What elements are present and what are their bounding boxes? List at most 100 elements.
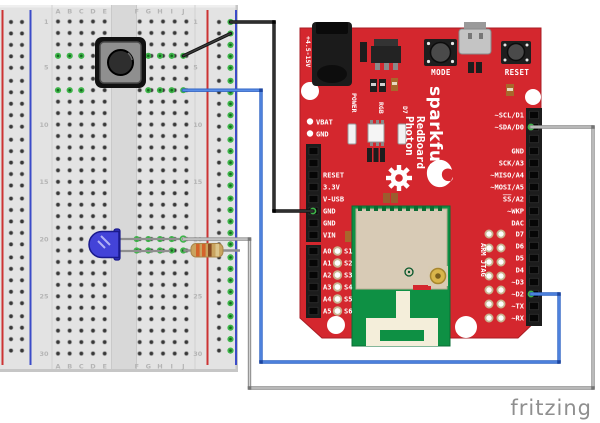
header-pin xyxy=(529,241,539,251)
rail-hole xyxy=(19,65,25,71)
row-number: 20 xyxy=(39,235,49,243)
right-pin-label: ~SDA/D0 xyxy=(494,123,524,131)
right-rail-minus-stripe xyxy=(235,10,237,365)
rail-hole-center xyxy=(229,197,232,200)
solder-pad xyxy=(332,270,343,280)
row-number: 5 xyxy=(193,64,198,72)
shield-pads xyxy=(358,206,442,211)
mode-button: MODE xyxy=(424,39,457,77)
reset-button: RESET xyxy=(501,41,531,77)
hole-center xyxy=(170,249,173,252)
micro-usb-connector xyxy=(458,22,492,55)
jtag-pad xyxy=(496,271,506,281)
row-number: 10 xyxy=(193,121,203,129)
right-pin-label: ~SCL/D1 xyxy=(494,111,524,119)
rail-hole xyxy=(216,325,222,331)
header-pin xyxy=(529,134,539,144)
rail-hole xyxy=(19,300,25,306)
capacitor xyxy=(380,148,385,162)
capacitor-stripe xyxy=(507,88,513,91)
rail-hole-center xyxy=(229,279,232,282)
hole-center xyxy=(80,88,83,92)
header-pin xyxy=(529,277,539,287)
right-pin-label: ~RX xyxy=(511,314,524,322)
right-pin-label: D6 xyxy=(516,242,524,250)
p1-wifi-module xyxy=(351,205,451,347)
sparkfun-flame-icon xyxy=(426,159,453,188)
rail-hole xyxy=(19,31,25,36)
pushbutton xyxy=(95,37,146,88)
column-letter: G xyxy=(146,363,151,371)
rail-hole xyxy=(216,65,222,71)
rail-hole xyxy=(19,196,25,201)
left-rail-minus-stripe xyxy=(29,10,32,365)
analog-pin-label: A1 xyxy=(323,259,331,267)
rail-hole xyxy=(8,196,14,201)
rail-hole xyxy=(19,325,25,331)
rail-hole xyxy=(8,254,14,260)
power-led xyxy=(347,123,357,145)
rail-hole-center xyxy=(229,243,232,246)
fritzing-watermark: fritzing xyxy=(510,396,592,420)
rail-hole-center xyxy=(229,43,232,47)
right-pin-label: DAC xyxy=(511,219,524,227)
rail-hole xyxy=(8,348,14,354)
header-pin xyxy=(529,313,539,323)
rail-hole xyxy=(8,31,14,36)
rail-hole xyxy=(19,219,25,224)
wire-bendpoint xyxy=(591,386,595,390)
arm-jtag-pads xyxy=(484,229,506,323)
rail-hole xyxy=(8,65,14,71)
shield-pad xyxy=(390,206,394,211)
regulator-leg xyxy=(384,63,389,70)
row-number: 30 xyxy=(39,350,49,358)
sparkfun-logo: sparkfun xyxy=(425,86,453,188)
pin-labels: RESET3.3VV-USBGNDGNDVINA0A1A2A3A4A5S1S2S… xyxy=(323,111,525,322)
column-letter: J xyxy=(181,8,184,16)
rail-hole-center xyxy=(229,349,232,352)
row-number: 25 xyxy=(39,293,49,301)
column-letter: A xyxy=(55,363,60,371)
solder-pad-label: S6 xyxy=(344,307,352,315)
right-pin-label: D5 xyxy=(516,254,524,262)
rail-hole xyxy=(8,183,14,188)
rail-hole-center xyxy=(229,256,232,259)
hole-center xyxy=(158,54,162,58)
mounting-hole xyxy=(525,89,541,105)
resistor-band xyxy=(202,244,206,257)
rgb-led xyxy=(367,123,385,143)
solder-pad-label: S2 xyxy=(344,259,352,267)
capacitor-stripe xyxy=(380,83,385,86)
rail-hole xyxy=(19,183,25,188)
wire-core xyxy=(182,89,560,363)
rail-hole xyxy=(8,219,14,224)
pcb-antenna xyxy=(366,291,438,346)
left-rail-plus-stripe xyxy=(1,10,4,365)
solder-pad xyxy=(332,306,343,316)
rail-hole-center xyxy=(229,301,232,305)
power-pin-label: VIN xyxy=(323,231,336,239)
rail-hole xyxy=(216,31,222,36)
header-pin xyxy=(529,229,539,239)
rail-hole xyxy=(8,101,14,107)
column-letter: H xyxy=(157,363,162,371)
header-pin xyxy=(308,294,319,304)
wire-bendpoint xyxy=(272,20,276,24)
hole-center xyxy=(170,88,173,92)
power-pin-label: GND xyxy=(323,219,336,227)
header-pin xyxy=(529,158,539,168)
mounting-hole xyxy=(301,82,319,100)
hole-center xyxy=(56,88,60,92)
row-number: 10 xyxy=(39,121,49,129)
rail-hole xyxy=(8,160,14,166)
rail-hole xyxy=(216,78,222,84)
rail-hole-center xyxy=(229,314,232,318)
resistor-band xyxy=(215,244,220,257)
jtag-pad xyxy=(496,229,506,239)
analog-pin-label: A3 xyxy=(323,283,331,291)
jtag-pad xyxy=(496,299,506,309)
column-letter: B xyxy=(67,8,72,16)
rail-hole xyxy=(19,19,25,25)
rail-hole xyxy=(216,313,222,319)
rail-hole xyxy=(216,300,222,306)
